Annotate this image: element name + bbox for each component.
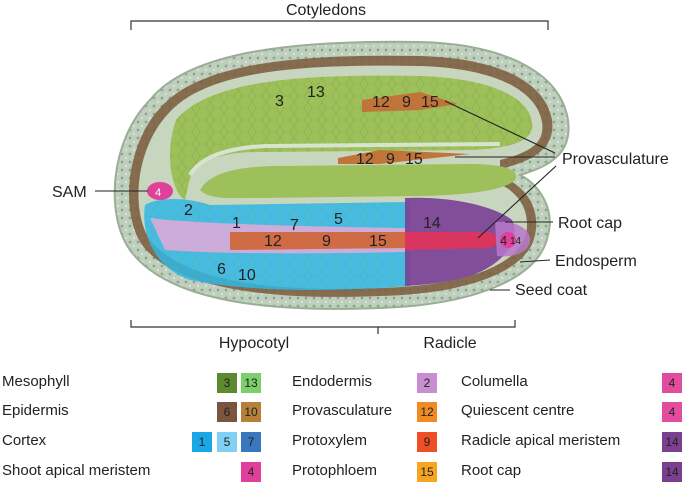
legend-swatch: 14	[662, 432, 682, 452]
region-num: 9	[386, 151, 395, 168]
endosperm-label: Endosperm	[555, 253, 637, 270]
root-cap-label: Root cap	[558, 215, 622, 232]
region-num: 9	[322, 233, 331, 250]
legend-label-epidermis: Epidermis	[2, 402, 69, 419]
radicle-provasculature	[405, 232, 505, 250]
legend-swatch: 9	[417, 432, 437, 452]
region-num: 4	[500, 233, 507, 248]
region-num: 12	[264, 233, 282, 250]
region-num: 12	[356, 151, 374, 168]
legend-swatch: 4	[662, 402, 682, 422]
legend-swatch: 5	[217, 432, 237, 452]
region-num: 12	[372, 94, 390, 111]
region-num: 2	[184, 202, 193, 219]
legend-swatch: 12	[417, 402, 437, 422]
legend-label-radicle-apical-meristem: Radicle apical meristem	[461, 432, 620, 449]
region-num: 10	[238, 267, 256, 284]
seed-coat-label: Seed coat	[515, 282, 588, 299]
region-num: 6	[217, 261, 226, 278]
legend-label-quiescent-centre: Quiescent centre	[461, 402, 574, 419]
legend-label-columella: Columella	[461, 373, 528, 390]
legend-label-protophloem: Protophloem	[292, 462, 377, 479]
provasculature-label: Provasculature	[562, 151, 669, 168]
region-num: 3	[275, 93, 284, 110]
legend-swatch: 3	[217, 373, 237, 393]
region-num: 13	[307, 84, 325, 101]
legend-label-cortex: Cortex	[2, 432, 46, 449]
legend-swatch: 4	[241, 462, 261, 482]
legend-swatch: 2	[417, 373, 437, 393]
hypocotyl-label: Hypocotyl	[219, 335, 289, 352]
region-num: 4	[155, 187, 161, 199]
region-num: 15	[405, 151, 423, 168]
legend-label-root-cap: Root cap	[461, 462, 521, 479]
region-num: 15	[369, 233, 387, 250]
region-num: 14	[423, 215, 441, 232]
cotyledon-lower	[200, 164, 516, 198]
radicle-label: Radicle	[423, 335, 476, 352]
legend-label-provasculature: Provasculature	[292, 402, 392, 419]
region-num: 14	[510, 236, 522, 247]
cotyledons-label: Cotyledons	[286, 2, 366, 19]
cotyledons-bracket	[131, 21, 548, 30]
legend-swatch: 1	[192, 432, 212, 452]
legend-label-endodermis: Endodermis	[292, 373, 372, 390]
legend-swatch: 15	[417, 462, 437, 482]
legend-swatch: 14	[662, 462, 682, 482]
region-num: 5	[334, 211, 343, 228]
sam-label: SAM	[52, 184, 87, 201]
legend-label-protoxylem: Protoxylem	[292, 432, 367, 449]
legend-label-sam: Shoot apical meristem	[2, 462, 150, 479]
legend-swatch: 10	[241, 402, 261, 422]
region-num: 7	[290, 217, 299, 234]
legend-swatch: 7	[241, 432, 261, 452]
legend-swatch: 13	[241, 373, 261, 393]
legend-label-mesophyll: Mesophyll	[2, 373, 70, 390]
region-num: 9	[402, 94, 411, 111]
legend-swatch: 6	[217, 402, 237, 422]
hypocotyl-radicle-bracket	[131, 320, 515, 334]
legend-swatch: 4	[662, 373, 682, 393]
region-num: 1	[232, 215, 241, 232]
region-num: 15	[421, 94, 439, 111]
